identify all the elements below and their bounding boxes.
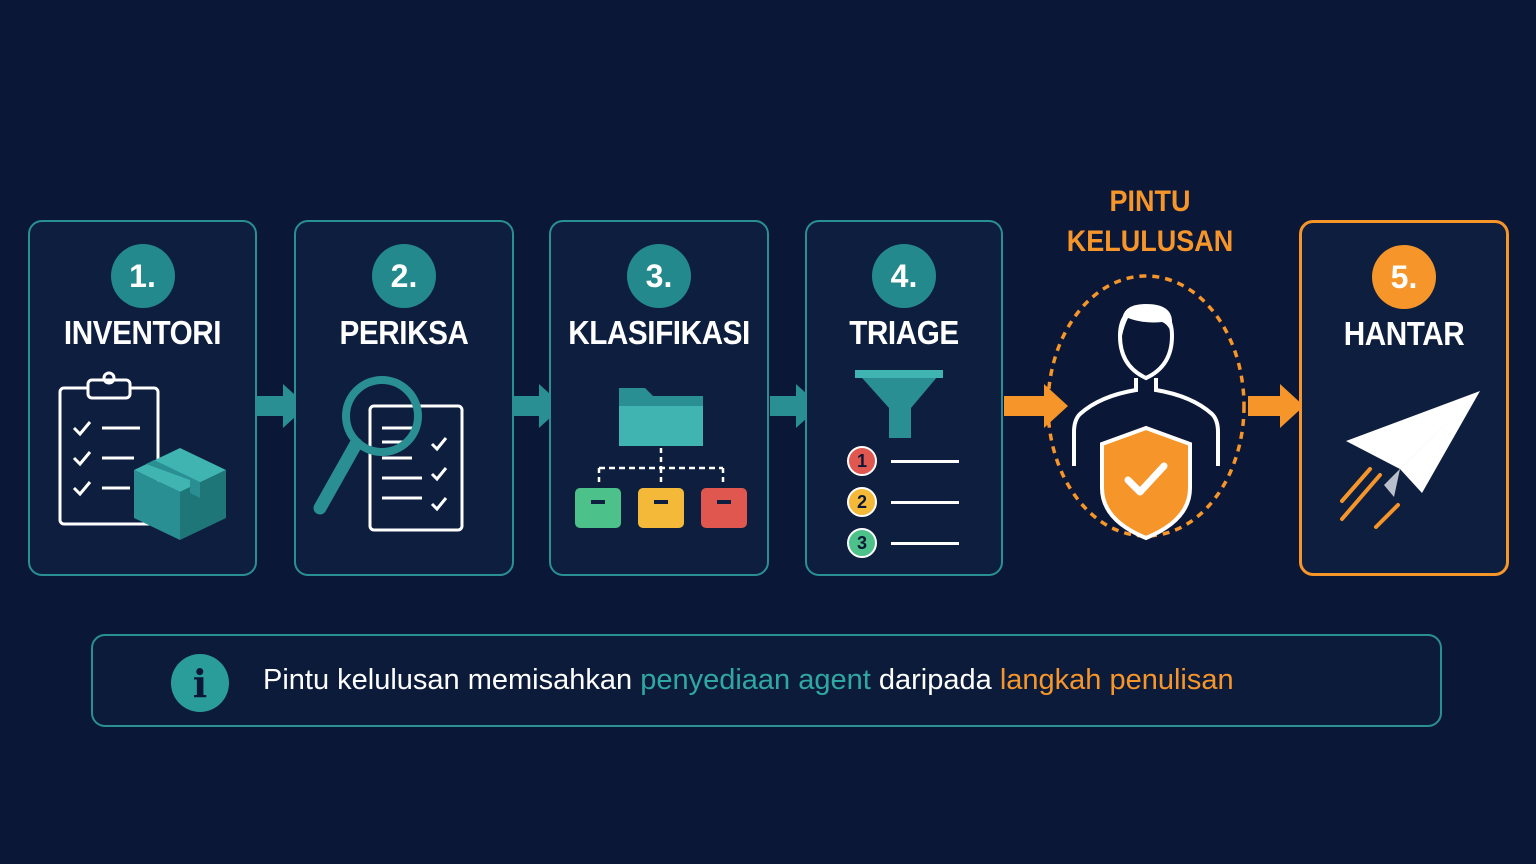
info-highlight-1: penyediaan agent [640,664,871,696]
priority-line-3 [891,542,959,545]
info-text-part-2: daripada [870,664,1000,696]
step-1-number: 1. [110,244,175,308]
priority-row-2: 2 [847,487,997,521]
gate-title: PINTU KELULUSAN [1060,182,1240,262]
info-text: Pintu kelulusan memisahkan penyediaan ag… [263,664,1234,697]
step-1-card: 1. INVENTORI [28,220,257,576]
step-2-card: 2. PERIKSA [294,220,514,576]
priority-row-3: 3 [847,528,997,562]
priority-badge-2: 2 [847,487,877,517]
step-2-label: PERIKSA [339,314,469,351]
funnel-priority-icon [855,370,943,438]
gate-title-line-2: KELULUSAN [1066,225,1234,258]
priority-line-1 [891,460,959,463]
arrow-4-icon [1004,384,1068,428]
step-1-label: INVENTORI [63,314,222,351]
step-5-card: 5. HANTAR [1299,220,1509,576]
info-text-part-1: Pintu kelulusan memisahkan [263,664,641,696]
priority-line-2 [891,501,959,504]
priority-row-1: 1 [847,446,997,480]
step-4-label: TRIAGE [849,314,959,351]
priority-badge-3: 3 [847,528,877,558]
step-4-card: 4. TRIAGE 1 2 3 [805,220,1003,576]
step-4-number: 4. [872,244,936,308]
step-5-number: 5. [1372,245,1436,309]
arrow-5-icon [1248,384,1304,428]
person-shield-check-icon [1046,274,1246,541]
step-2-number: 2. [372,244,436,308]
step-5-label: HANTAR [1343,315,1465,352]
info-icon: i [171,654,229,712]
info-highlight-2: langkah penulisan [999,664,1234,696]
clipboard-box-icon [58,371,226,540]
step-3-label: KLASIFIKASI [568,314,750,351]
step-3-number: 3. [627,244,691,308]
paper-plane-icon [1340,391,1480,529]
step-3-card: 3. KLASIFIKASI [549,220,769,576]
info-banner: i Pintu kelulusan memisahkan penyediaan … [91,634,1442,727]
priority-badge-1: 1 [847,446,877,476]
magnifier-checklist-icon [313,376,464,532]
folder-hierarchy-icon [575,388,747,528]
gate-title-line-1: PINTU [1109,185,1191,218]
